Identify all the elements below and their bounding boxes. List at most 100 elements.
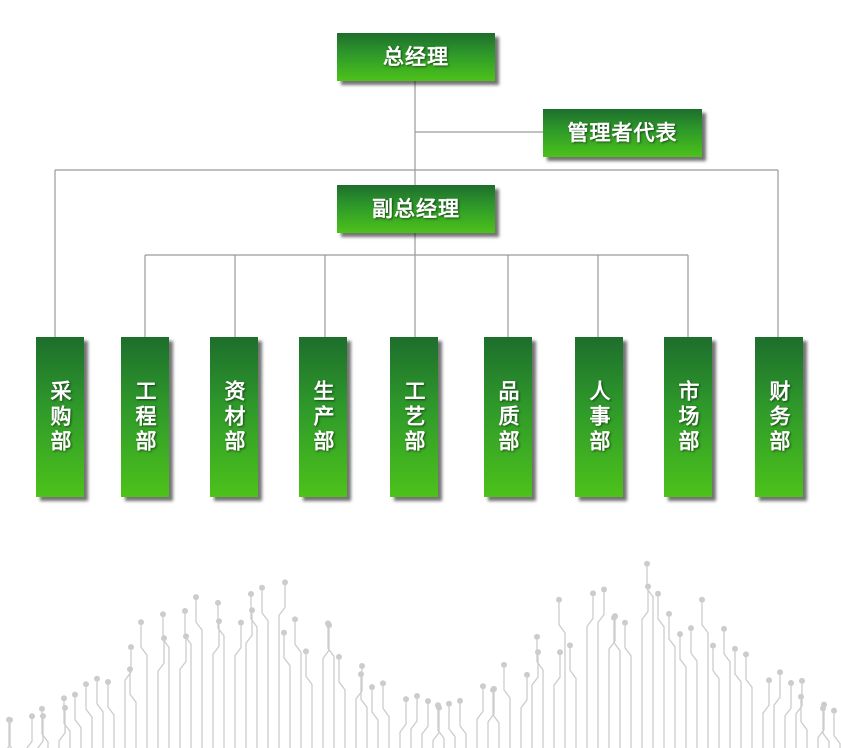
circuit-node-dot [788, 679, 794, 686]
circuit-node-dot [524, 671, 530, 678]
circuit-node-dot [128, 644, 134, 651]
circuit-node-dot [446, 700, 452, 707]
circuit-trace [140, 625, 148, 748]
department-label: 品质部 [496, 379, 520, 455]
circuit-trace [520, 677, 528, 748]
circuit-trace [476, 689, 484, 748]
general-manager-box: 总经理 [337, 33, 495, 81]
circuit-trace [558, 602, 566, 748]
circuit-node-dot [534, 633, 540, 640]
department-materials: 资材部 [210, 337, 258, 497]
circuit-trace [382, 686, 390, 748]
circuit-trace [338, 659, 346, 748]
circuit-node-dot [249, 607, 255, 614]
circuit-node-dot [457, 697, 463, 704]
deputy-general-manager-label: 副总经理 [372, 197, 460, 221]
circuit-node-dot [72, 691, 78, 698]
circuit-node-dot [259, 584, 265, 591]
circuit-node-dot [820, 705, 826, 712]
circuit-node-dot [40, 713, 46, 720]
circuit-node-dot [325, 620, 331, 627]
circuit-trace [36, 719, 44, 748]
circuit-trace [833, 713, 841, 748]
circuit-background-decoration [3, 560, 841, 748]
circuit-trace [569, 648, 577, 748]
circuit-trace [646, 566, 654, 748]
circuit-node-dot [743, 651, 749, 658]
circuit-trace [410, 698, 418, 748]
circuit-trace [294, 622, 302, 748]
circuit-node-dot [831, 707, 837, 714]
department-purchasing: 采购部 [36, 337, 84, 497]
circuit-node-dot [138, 619, 144, 626]
department-label: 工程部 [133, 379, 157, 455]
circuit-trace [179, 639, 187, 748]
circuit-trace [531, 655, 539, 748]
circuit-node-dot [732, 645, 738, 652]
circuit-trace [679, 637, 687, 748]
circuit-trace [25, 719, 33, 748]
circuit-node-dot [358, 671, 364, 678]
circuit-node-dot [666, 610, 672, 617]
circuit-trace [157, 641, 165, 748]
circuit-trace [668, 616, 676, 748]
circuit-node-dot [677, 631, 683, 638]
circuit-node-dot [435, 702, 441, 709]
circuit-node-dot [215, 599, 221, 606]
circuit-trace [432, 710, 440, 748]
department-marketing: 市场部 [664, 337, 712, 497]
circuit-trace [459, 703, 467, 748]
circuit-node-dot [601, 586, 607, 593]
circuit-trace [399, 702, 407, 748]
department-process: 工艺部 [390, 337, 438, 497]
circuit-node-dot [501, 661, 507, 668]
circuit-node-dot [688, 625, 694, 632]
circuit-trace [322, 628, 330, 748]
circuit-trace [162, 617, 170, 748]
circuit-node-dot [380, 680, 386, 687]
circuit-trace [822, 711, 830, 748]
circuit-node-dot [282, 579, 288, 586]
circuit-node-dot [6, 716, 12, 723]
circuit-trace [734, 651, 742, 748]
circuit-trace [371, 690, 379, 748]
circuit-trace [212, 624, 220, 748]
circuit-trace [624, 625, 632, 748]
circuit-trace [283, 635, 291, 748]
circuit-trace [817, 707, 825, 748]
circuit-node-dot [721, 625, 727, 632]
circuit-trace [701, 602, 709, 748]
circuit-trace [129, 672, 137, 748]
circuit-trace [278, 585, 286, 748]
circuit-node-dot [94, 675, 100, 682]
circuit-trace [63, 701, 71, 748]
circuit-trace [437, 708, 445, 748]
deputy-general-manager-box: 副总经理 [337, 185, 495, 233]
circuit-trace [608, 619, 616, 748]
circuit-trace [85, 687, 93, 748]
circuit-trace [234, 625, 242, 748]
circuit-node-dot [590, 590, 596, 597]
circuit-trace [8, 722, 16, 748]
circuit-trace [712, 648, 720, 748]
circuit-trace [597, 592, 605, 748]
circuit-trace [745, 657, 753, 748]
department-quality: 品质部 [484, 337, 532, 497]
circuit-trace [305, 654, 313, 748]
circuit-trace [250, 596, 258, 748]
circuit-node-dot [799, 677, 805, 684]
circuit-node-dot [403, 696, 409, 703]
general-manager-label: 总经理 [383, 45, 449, 69]
circuit-node-dot [105, 678, 111, 685]
circuit-trace [586, 596, 594, 748]
circuit-node-dot [303, 648, 309, 655]
circuit-trace [355, 669, 363, 748]
circuit-node-dot [567, 642, 573, 649]
circuit-node-dot [359, 663, 365, 670]
circuit-trace [107, 684, 115, 748]
circuit-trace [184, 614, 192, 748]
department-label: 资材部 [222, 379, 246, 455]
department-production: 生产部 [299, 337, 347, 497]
management-representative-label: 管理者代表 [567, 121, 678, 145]
circuit-node-dot [62, 704, 68, 711]
